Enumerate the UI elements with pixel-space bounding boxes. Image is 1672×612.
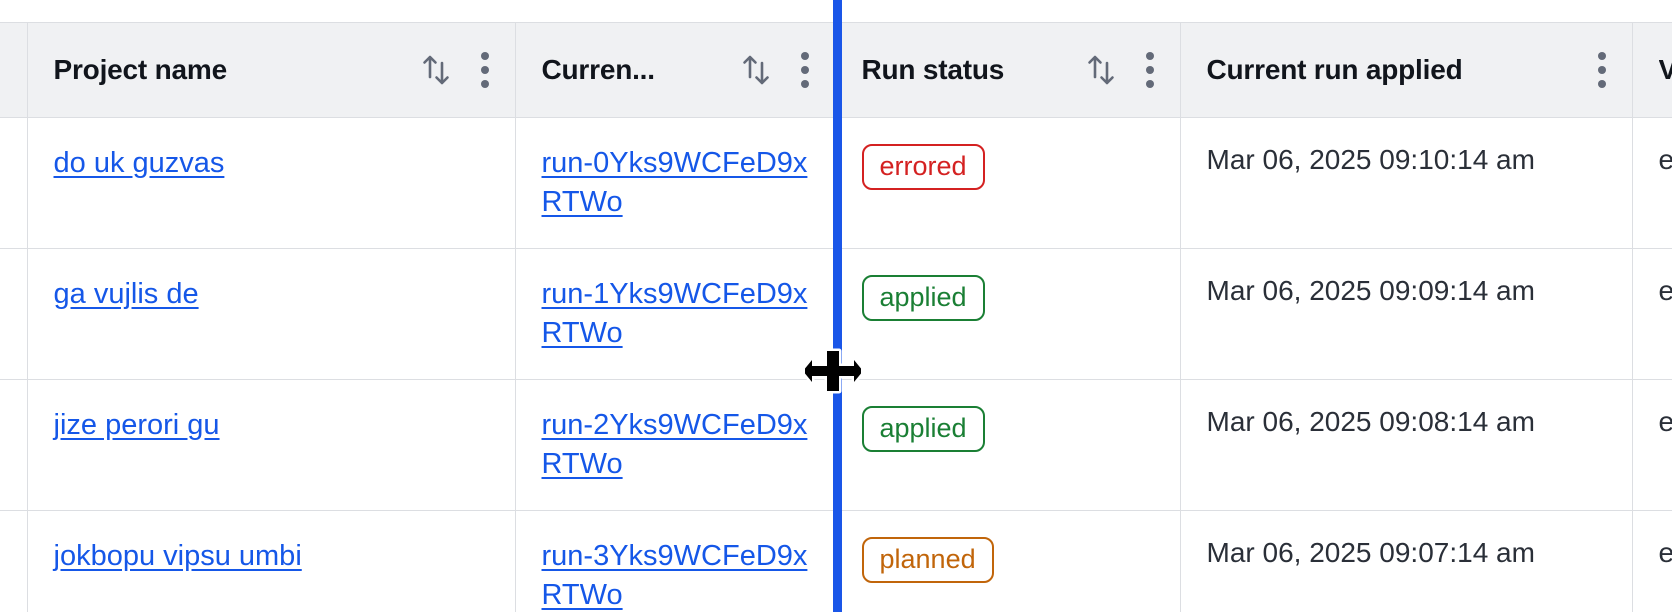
- cell-run-status: applied: [835, 248, 1181, 380]
- cell-project-name: do uk guzvas: [27, 117, 516, 249]
- project-name-link[interactable]: ga vujlis de: [53, 278, 199, 310]
- row-select-header: [0, 22, 28, 118]
- current-run-link[interactable]: run-2Yks9WCFeD9xRTWo: [541, 409, 808, 480]
- cell-project-name: ga vujlis de: [27, 248, 516, 380]
- cell-current-run: run-3Yks9WCFeD9xRTWo: [515, 510, 836, 612]
- cell-version: e: [1632, 117, 1672, 249]
- row-select-cell: [0, 510, 28, 612]
- table-row[interactable]: jize perori gu run-2Yks9WCFeD9xRTWo appl…: [0, 379, 1672, 511]
- project-name-link[interactable]: jokbopu vipsu umbi: [53, 540, 302, 572]
- cell-version: e: [1632, 510, 1672, 612]
- cell-current-run-applied: Mar 06, 2025 09:07:14 am: [1180, 510, 1633, 612]
- sort-updown-icon[interactable]: [419, 50, 453, 90]
- status-badge: planned: [861, 537, 994, 584]
- kebab-menu-icon[interactable]: [480, 52, 489, 88]
- projects-table: Project name: [0, 22, 1672, 612]
- cell-current-run: run-0Yks9WCFeD9xRTWo: [515, 117, 836, 249]
- table-row[interactable]: jokbopu vipsu umbi run-3Yks9WCFeD9xRTWo …: [0, 510, 1672, 612]
- sort-updown-icon[interactable]: [1084, 50, 1118, 90]
- kebab-menu-icon[interactable]: [1145, 52, 1154, 88]
- column-header-label-run-status: Run status: [861, 54, 1005, 85]
- column-header-run-status[interactable]: Run status: [835, 22, 1181, 118]
- column-header-current-run-applied[interactable]: Current run applied: [1180, 22, 1633, 118]
- status-badge: applied: [861, 406, 985, 453]
- column-resize-indicator[interactable]: [833, 0, 842, 612]
- kebab-menu-icon[interactable]: [1597, 52, 1606, 88]
- table-row[interactable]: do uk guzvas run-0Yks9WCFeD9xRTWo errore…: [0, 117, 1672, 249]
- sort-updown-icon[interactable]: [739, 50, 773, 90]
- cell-run-status: errored: [835, 117, 1181, 249]
- header-row: Project name: [0, 22, 1672, 118]
- version-value: e: [1658, 144, 1672, 175]
- version-value: e: [1658, 537, 1672, 568]
- table-header: Project name: [0, 22, 1672, 118]
- cell-project-name: jize perori gu: [27, 379, 516, 511]
- timestamp: Mar 06, 2025 09:09:14 am: [1206, 275, 1535, 306]
- timestamp: Mar 06, 2025 09:08:14 am: [1206, 406, 1535, 437]
- row-select-cell: [0, 117, 28, 249]
- current-run-link[interactable]: run-3Yks9WCFeD9xRTWo: [541, 540, 808, 611]
- column-header-project-name[interactable]: Project name: [27, 22, 516, 118]
- column-header-label-current-run: Curren...: [541, 54, 655, 85]
- column-header-label-project-name: Project name: [53, 54, 227, 85]
- cell-version: e: [1632, 248, 1672, 380]
- cell-version: e: [1632, 379, 1672, 511]
- column-header-label-version: V: [1659, 54, 1672, 86]
- cell-current-run-applied: Mar 06, 2025 09:10:14 am: [1180, 117, 1633, 249]
- cell-project-name: jokbopu vipsu umbi: [27, 510, 516, 612]
- project-name-link[interactable]: jize perori gu: [53, 409, 220, 441]
- version-value: e: [1658, 406, 1672, 437]
- cell-current-run-applied: Mar 06, 2025 09:09:14 am: [1180, 248, 1633, 380]
- kebab-menu-icon[interactable]: [800, 52, 809, 88]
- row-select-cell: [0, 379, 28, 511]
- current-run-link[interactable]: run-0Yks9WCFeD9xRTWo: [541, 147, 808, 218]
- column-header-current-run[interactable]: Curren...: [515, 22, 836, 118]
- cell-current-run: run-2Yks9WCFeD9xRTWo: [515, 379, 836, 511]
- timestamp: Mar 06, 2025 09:07:14 am: [1206, 537, 1535, 568]
- row-select-cell: [0, 248, 28, 380]
- status-badge: applied: [861, 275, 985, 322]
- status-badge: errored: [861, 144, 985, 191]
- version-value: e: [1658, 275, 1672, 306]
- project-name-link[interactable]: do uk guzvas: [53, 147, 225, 179]
- cell-current-run: run-1Yks9WCFeD9xRTWo: [515, 248, 836, 380]
- column-header-label-current-run-applied: Current run applied: [1206, 54, 1463, 85]
- cell-run-status: applied: [835, 379, 1181, 511]
- timestamp: Mar 06, 2025 09:10:14 am: [1206, 144, 1535, 175]
- column-header-version[interactable]: V: [1632, 22, 1672, 118]
- current-run-link[interactable]: run-1Yks9WCFeD9xRTWo: [541, 278, 808, 349]
- cell-run-status: planned: [835, 510, 1181, 612]
- cell-current-run-applied: Mar 06, 2025 09:08:14 am: [1180, 379, 1633, 511]
